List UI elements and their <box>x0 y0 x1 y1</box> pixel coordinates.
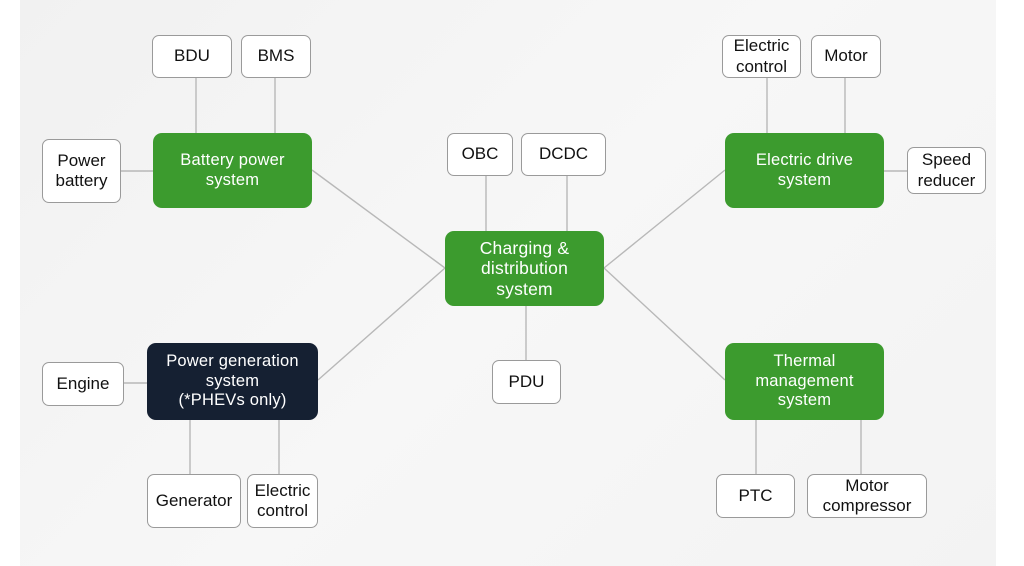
node-engine: Engine <box>42 362 124 406</box>
node-ptc: PTC <box>716 474 795 518</box>
node-motor-compressor: Motor compressor <box>807 474 927 518</box>
link-thermal-center <box>603 267 726 381</box>
node-speed-reducer: Speed reducer <box>907 147 986 194</box>
node-generator: Generator <box>147 474 241 528</box>
node-generation-electric-control: Electric control <box>247 474 318 528</box>
node-power-battery: Power battery <box>42 139 121 203</box>
node-electric-drive-system: Electric drive system <box>725 133 884 208</box>
node-bdu: BDU <box>152 35 232 78</box>
link-generation-center <box>317 267 446 381</box>
node-motor: Motor <box>811 35 881 78</box>
node-pdu: PDU <box>492 360 561 404</box>
node-battery-power-system: Battery power system <box>153 133 312 208</box>
node-dcdc: DCDC <box>521 133 606 176</box>
link-battery-center <box>311 169 446 269</box>
node-bms: BMS <box>241 35 311 78</box>
node-drive-electric-control: Electric control <box>722 35 801 78</box>
link-drive-center <box>603 169 726 269</box>
node-power-generation-system: Power generation system (*PHEVs only) <box>147 343 318 420</box>
node-charging-distribution-system: Charging & distribution system <box>445 231 604 306</box>
node-obc: OBC <box>447 133 513 176</box>
node-thermal-management-system: Thermal management system <box>725 343 884 420</box>
